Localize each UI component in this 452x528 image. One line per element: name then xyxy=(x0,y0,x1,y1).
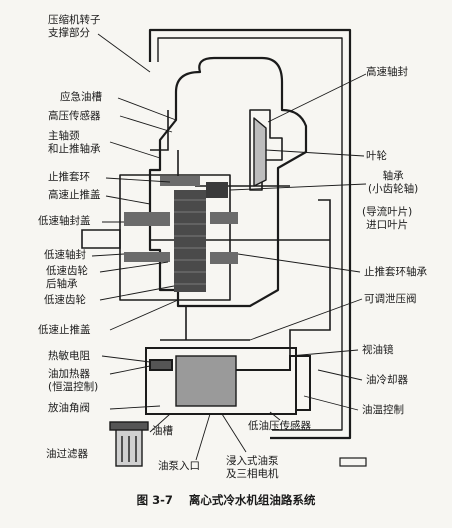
label-stop-ring-bearing: 止推套环轴承 xyxy=(364,266,427,278)
label-low-speed-shaft-seal: 低速轴封 xyxy=(44,249,86,261)
impeller-shape xyxy=(253,117,267,187)
label-emergency-oil-tank: 应急油槽 xyxy=(60,91,102,103)
label-high-pressure-sensor: 高压传感器 xyxy=(48,110,101,122)
thrust-block xyxy=(160,176,200,186)
label-oil-sump: 油槽 xyxy=(152,425,173,437)
label-sight-glass: 视油镜 xyxy=(362,344,394,356)
label-low-speed-gear: 低速齿轮 xyxy=(44,294,86,306)
oil-pipe-to-cooler xyxy=(236,355,311,411)
oil-heater-element xyxy=(149,359,173,371)
label-thermistor: 热敏电阻 xyxy=(48,350,90,362)
oil-return-pipe-inner xyxy=(157,37,343,431)
motor-end xyxy=(81,229,121,249)
label-high-speed-shaft-seal: 高速轴封 xyxy=(366,66,408,78)
label-compressor-rotor-support: 压缩机转子 支撑部分 xyxy=(48,14,101,39)
label-guide-vane: (导流叶片) 进口叶片 xyxy=(362,206,413,231)
label-main-journal-thrust-bearing: 主轴颈 和止推轴承 xyxy=(48,130,101,155)
label-low-speed-gear-rear-bearing: 低速齿轮 后轴承 xyxy=(46,265,88,290)
volute-casing xyxy=(148,56,308,308)
bearing-block-1 xyxy=(210,212,238,224)
impeller-housing xyxy=(249,109,283,191)
oil-return-pipe xyxy=(148,28,352,440)
label-high-speed-thrust-cover: 高速止推盖 xyxy=(48,189,101,201)
figure-number: 图 3-7 xyxy=(136,493,173,507)
oil-pipe-up xyxy=(289,199,331,356)
seal-block-1 xyxy=(124,212,170,226)
seal-block-2 xyxy=(124,252,170,262)
label-pump-inlet: 油泵入口 xyxy=(158,460,200,472)
internal-pipe-2 xyxy=(150,110,169,151)
low-speed-gear-body xyxy=(174,190,206,292)
label-low-speed-thrust-cover: 低速止推盖 xyxy=(38,324,91,336)
nameplate xyxy=(339,457,367,467)
label-oil-heater: 油加热器 (恒温控制) xyxy=(48,368,99,393)
label-submerged-pump-motor: 浸入式油泵 及三相电机 xyxy=(226,455,279,480)
label-oil-cooler: 油冷却器 xyxy=(366,374,408,386)
label-impeller: 叶轮 xyxy=(366,150,387,162)
pinion-gear xyxy=(206,182,228,198)
label-oil-filter: 油过滤器 xyxy=(46,448,88,460)
oil-tank xyxy=(145,347,297,415)
oil-pump-motor xyxy=(175,355,237,407)
oil-filter-cap xyxy=(109,421,149,431)
label-low-speed-shaft-seal-cover: 低速轴封盖 xyxy=(38,215,91,227)
label-adjustable-relief-valve: 可调泄压阀 xyxy=(364,293,417,305)
bearing-block-2 xyxy=(210,252,238,264)
label-stop-ring: 止推套环 xyxy=(48,171,90,183)
figure-caption: 图 3-7 离心式冷水机组油路系统 xyxy=(0,492,452,508)
label-bearing-pinion-shaft: 轴承 (小齿轮轴) xyxy=(368,170,419,195)
label-low-oil-pressure-sensor: 低油压传感器 xyxy=(248,420,311,432)
label-drain-angle-valve: 放油角阀 xyxy=(48,402,90,414)
label-oil-temp-control: 油温控制 xyxy=(362,404,404,416)
figure-title: 离心式冷水机组油路系统 xyxy=(188,493,316,507)
